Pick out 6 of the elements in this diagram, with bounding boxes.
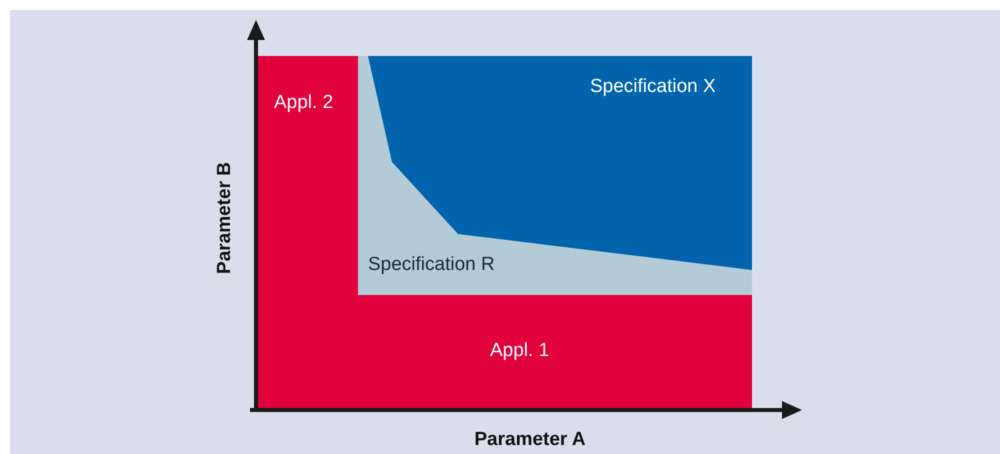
region-label: Appl. 1 <box>490 340 550 362</box>
axis-title: Parameter A <box>474 429 586 451</box>
region-label: Specification X <box>590 76 716 98</box>
region-label: Specification R <box>368 254 495 276</box>
region-label: Appl. 2 <box>274 92 334 114</box>
axis-title: Parameter B <box>214 162 236 274</box>
